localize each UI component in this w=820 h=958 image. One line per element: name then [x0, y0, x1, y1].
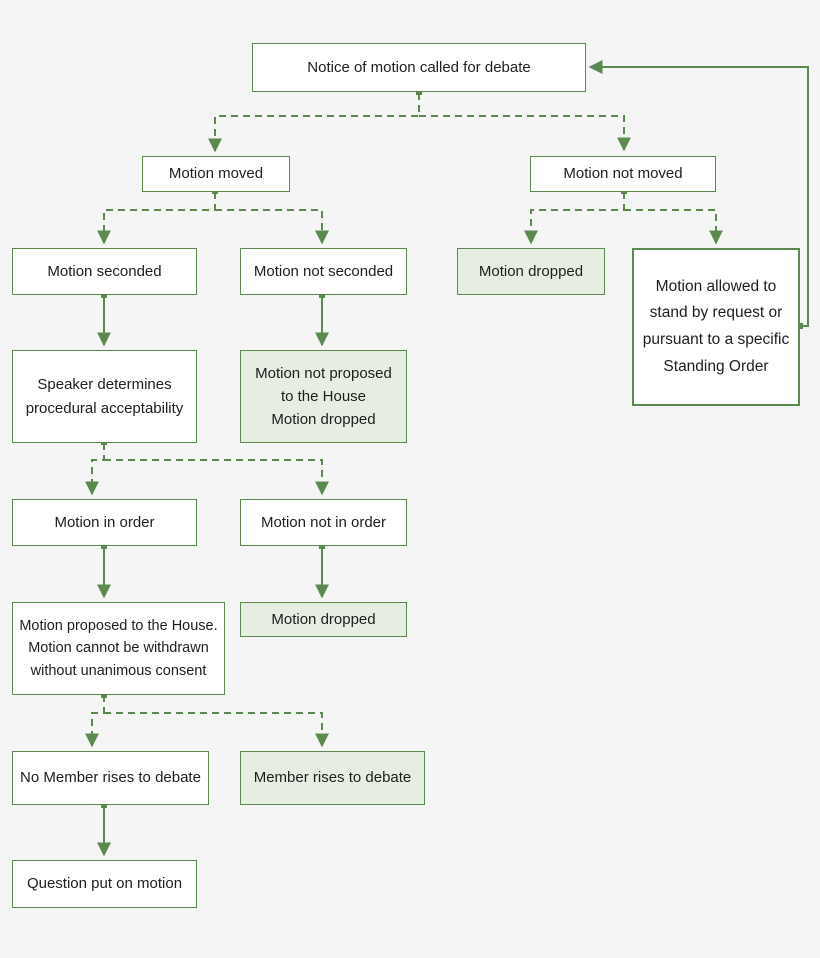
branch-notice-right: [419, 115, 631, 152]
branch-not-moved-right: [624, 209, 723, 245]
branch-speaker-right: [104, 459, 329, 496]
node-motion-dropped-1: Motion dropped: [457, 248, 605, 295]
node-question-put: Question put on motion: [12, 860, 197, 908]
branch-moved: [97, 192, 216, 245]
branch-notice: [214, 93, 420, 150]
node-notice-of-motion: Notice of motion called for debate: [252, 43, 586, 92]
node-no-member-rises: No Member rises to debate: [12, 751, 209, 805]
node-speaker-determines: Speaker determines procedural acceptabil…: [12, 350, 197, 443]
branch-speaker: [85, 443, 105, 496]
node-motion-not-proposed: Motion not proposed to the House Motion …: [240, 350, 407, 443]
branch-not-moved: [524, 192, 625, 245]
node-motion-dropped-2: Motion dropped: [240, 602, 407, 637]
node-motion-proposed: Motion proposed to the House. Motion can…: [12, 602, 225, 695]
node-motion-in-order: Motion in order: [12, 499, 197, 546]
node-motion-not-moved: Motion not moved: [530, 156, 716, 192]
node-motion-seconded: Motion seconded: [12, 248, 197, 295]
branch-proposed-right: [104, 712, 329, 748]
node-motion-not-in-order: Motion not in order: [240, 499, 407, 546]
node-member-rises: Member rises to debate: [240, 751, 425, 805]
loop-back-line: [588, 60, 809, 327]
node-motion-not-seconded: Motion not seconded: [240, 248, 407, 295]
branch-proposed: [85, 695, 105, 748]
node-motion-allowed-to-stand: Motion allowed to stand by request or pu…: [632, 248, 800, 406]
branch-moved-right: [215, 209, 329, 245]
node-motion-moved: Motion moved: [142, 156, 290, 192]
